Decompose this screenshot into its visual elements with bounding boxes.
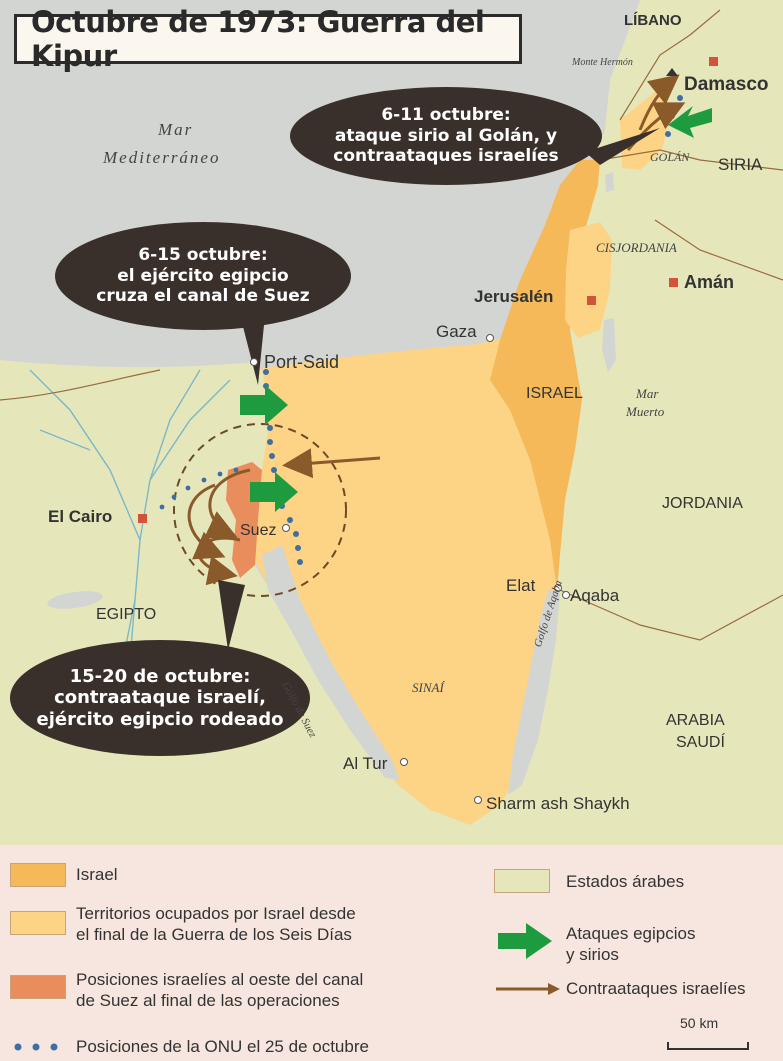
legend-occupied-line-1: Territorios ocupados por Israel desde [76,904,356,923]
label-port-said: Port-Said [264,352,340,372]
label-israel: ISRAEL [526,385,583,402]
legend-west: Posiciones israelíes al oeste del canal … [76,969,363,1012]
bubble-golan-line-3: contraataques israelíes [333,146,559,167]
label-elat: Elat [506,576,536,595]
west-bank-occupied [565,222,612,338]
bubble-suez-line-1: 6-15 octubre: [138,245,268,266]
label-saudi-1: ARABIA [666,712,725,729]
legend-un-dots [14,1043,58,1051]
legend-brown-arrow [496,983,560,995]
borders [0,9,783,641]
label-dead-sea-2: Muerto [626,404,665,419]
label-dead-sea-1: Mar [636,386,659,401]
bubble-golan-line-1: 6-11 octubre: [381,105,511,126]
legend-green-arrow [498,923,552,959]
label-west-bank: CISJORDANIA [596,240,677,255]
bubble-suez-crossing: 6-15 octubre: el ejército egipcio cruza … [55,222,351,330]
legend-occupied: Territorios ocupados por Israel desde el… [76,903,356,946]
israeli-counterattacks [187,74,686,586]
bubble-suez-line-2: el ejército egipcio [117,265,289,286]
label-lebanon: LÍBANO [624,12,682,29]
label-aqaba: Aqaba [570,586,620,605]
legend-occupied-line-2: el final de la Guerra de los Seis Días [76,925,352,945]
label-syria: SIRIA [718,155,763,174]
bubble-suez-line-3: cruza el canal de Suez [96,286,310,307]
legend-scale: 50 km [680,1015,719,1031]
label-cairo: El Cairo [48,507,113,526]
bubble-golan: 6-11 octubre: ataque sirio al Golán, y c… [290,87,602,185]
label-jordan: JORDANIA [662,495,743,512]
legend-swatch-occupied [10,911,66,935]
dead-sea [602,318,616,372]
label-sharm: Sharm ash Shaykh [486,794,630,813]
label-saudi-2: SAUDÍ [676,734,725,751]
legend-west-line-1: Posiciones israelíes al oeste del canal [76,970,364,989]
label-sinai: SINAÍ [412,680,444,695]
label-damascus: Damasco [684,74,769,95]
city-markers [138,57,718,804]
legend-panel: Israel Territorios ocupados por Israel d… [0,845,783,1061]
label-gaza: Gaza [436,322,477,341]
encirclement-circle [173,423,347,597]
legend-israel: Israel [76,865,118,884]
bubble-counterattack: 15-20 de octubre: contraataque israelí, … [10,640,310,756]
legend-swatch-west [10,975,66,999]
bubble-counter-line-1: 15-20 de octubre: [69,665,251,687]
label-amman: Amán [684,272,735,292]
legend-arab: Estados árabes [566,872,685,891]
gulf-of-suez [262,545,400,780]
label-egypt: EGIPTO [96,606,157,623]
legend-swatch-arab [494,869,550,893]
legend-swatch-israel [10,863,66,887]
legend-scale-bar [667,1042,749,1050]
sea-of-galilee [605,172,614,192]
gaza-strip [484,338,500,352]
bubble-golan-line-2: ataque sirio al Golán, y [334,125,558,146]
un-positions [159,77,683,565]
legend-un: Posiciones de la ONU el 25 de octubre [76,1037,369,1056]
legend-egyptian-line-2: y sirios [566,945,619,965]
egyptian-attacks [240,106,712,512]
gulf-of-aqaba [508,590,560,795]
bubble-tails [218,128,660,650]
label-jerusalem: Jerusalén [474,287,554,306]
bubble-counter-line-3: ejército egipcio rodeado [36,708,284,730]
label-golan: GOLÁN [650,150,690,164]
legend-west-line-2: de Suez al final de las operaciones [76,991,340,1011]
legend-israeli-counter: Contraataques israelíes [566,979,746,998]
label-al-tur: Al Tur [343,754,388,773]
lake [47,591,103,609]
label-mediterraneo: Mediterráneo [103,148,221,167]
label-hermon: Monte Hermón [572,57,633,68]
bubble-counter-line-2: contraataque israelí, [54,687,266,709]
legend-egyptian-line-1: Ataques egipcios [566,924,696,943]
label-mar: Mar [158,120,194,139]
label-suez: Suez [240,522,277,539]
legend-egyptian: Ataques egipcios y sirios [566,923,695,966]
map-title: Octubre de 1973: Guerra del Kipur [14,5,522,73]
